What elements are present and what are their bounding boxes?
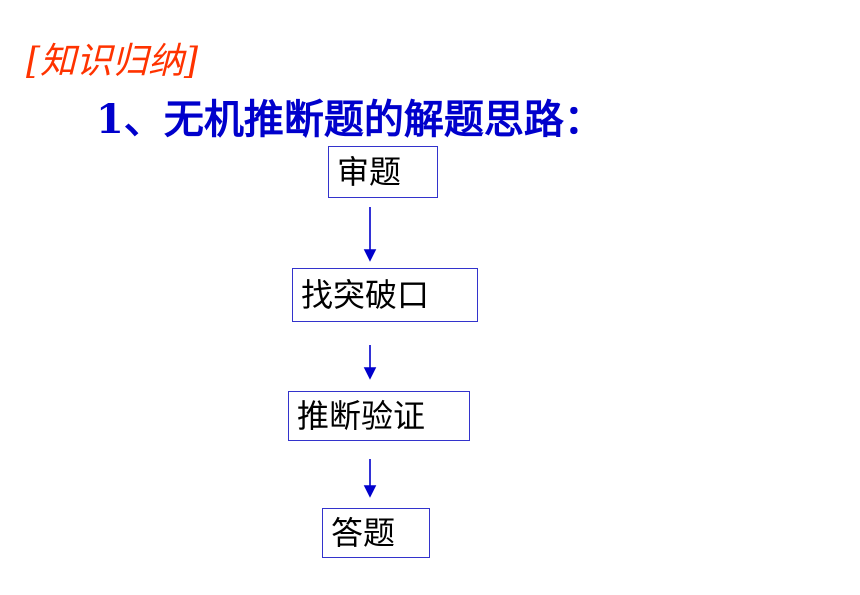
step-box-review: 审题 bbox=[328, 146, 438, 198]
arrow-down-icon bbox=[363, 207, 377, 262]
step-box-infer-verify: 推断验证 bbox=[288, 391, 470, 441]
section-tag: [知识归纳] bbox=[26, 41, 199, 82]
step-label-infer-verify: 推断验证 bbox=[297, 397, 426, 435]
arrow-down-icon bbox=[363, 459, 377, 498]
page-title: 1、无机推断题的解题思路： bbox=[96, 96, 604, 143]
step-box-find-breakthrough: 找突破口 bbox=[292, 268, 478, 322]
step-label-find-breakthrough: 找突破口 bbox=[301, 276, 430, 314]
step-box-answer: 答题 bbox=[322, 508, 430, 558]
step-label-answer: 答题 bbox=[331, 514, 396, 552]
step-label-review: 审题 bbox=[337, 153, 402, 191]
arrow-down-icon bbox=[363, 345, 377, 380]
